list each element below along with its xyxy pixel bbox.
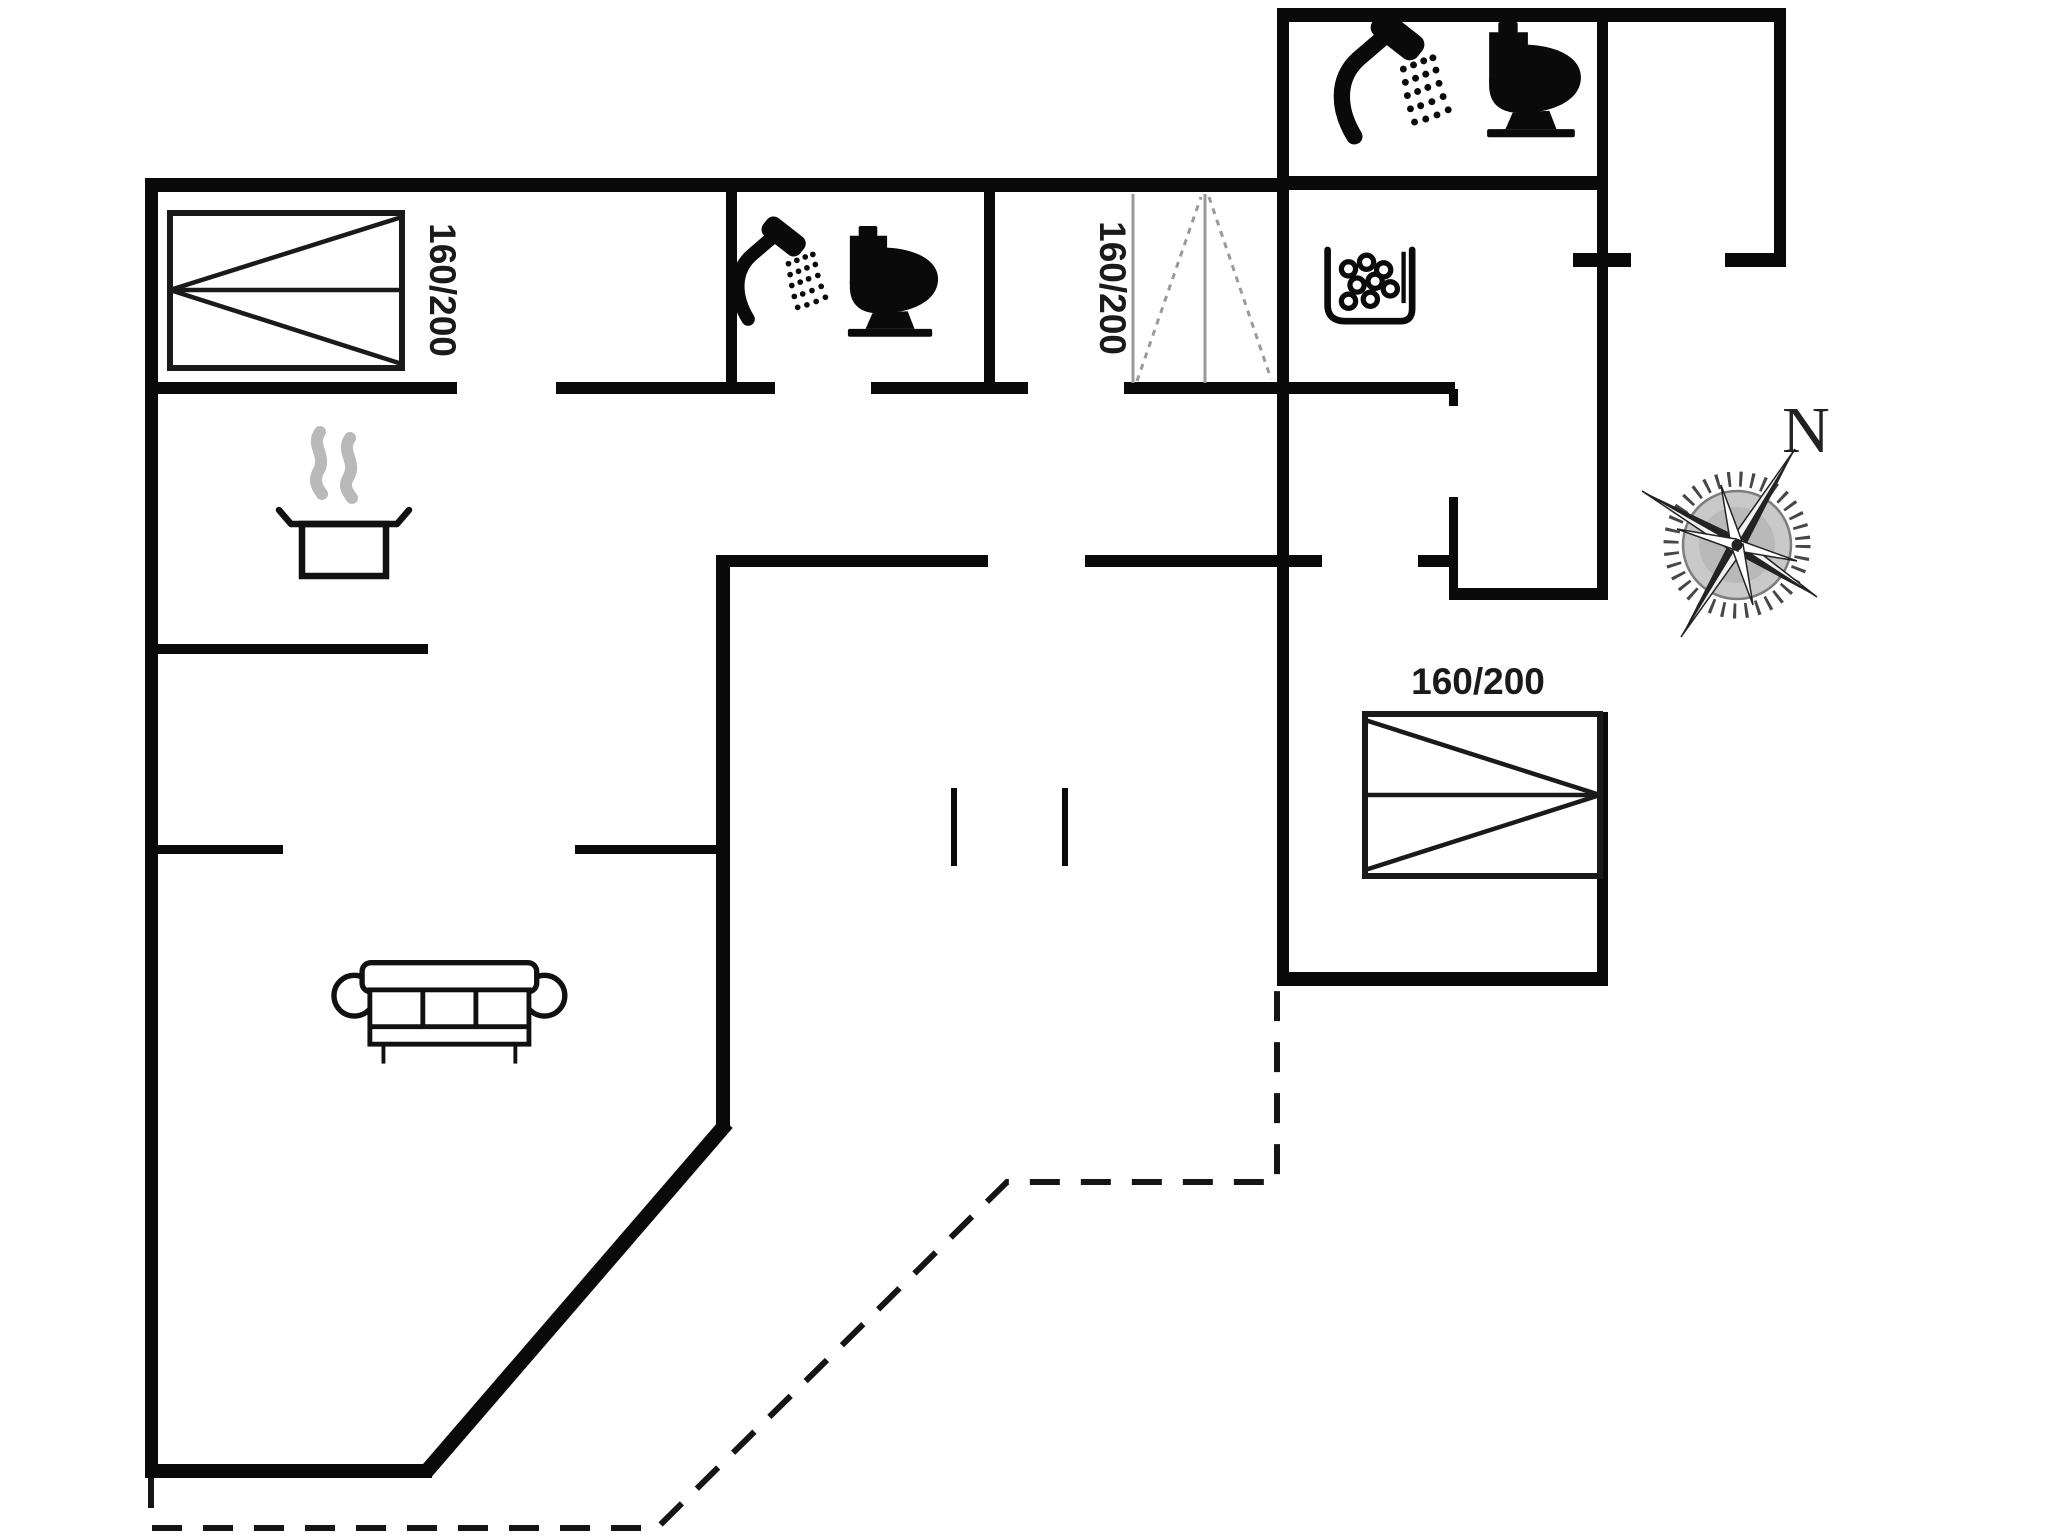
wall-segment [716, 555, 988, 567]
wall-segment [145, 644, 428, 654]
walls [145, 8, 1786, 1478]
wall-segment [1725, 253, 1786, 267]
bunk-bed-middle [1131, 194, 1273, 383]
wall-segment [1277, 8, 1289, 986]
bed-size-label: 160/200 [1092, 221, 1133, 355]
bed-size-label: 160/200 [1411, 661, 1545, 702]
wall-segment [145, 1464, 432, 1478]
door-post-line [1062, 788, 1068, 866]
double-bed-right [1362, 711, 1603, 879]
wall-segment [1277, 8, 1786, 22]
wall-segment [1597, 8, 1608, 600]
wall-segment [716, 555, 730, 1127]
double-bed-top-left [167, 210, 405, 371]
wall-segment [145, 178, 158, 1478]
terrace-dashed-outline [148, 988, 1280, 1531]
wall-segment [1124, 382, 1455, 394]
wall-segment [1774, 8, 1786, 267]
wall-segment [145, 845, 283, 854]
wall-segment [556, 382, 775, 394]
wall-segment [1449, 389, 1458, 406]
wall-segment [1449, 497, 1458, 600]
wall-segment [1283, 176, 1602, 190]
wall-segment [1418, 555, 1455, 567]
wall-segment [871, 382, 1028, 394]
bed-size-label: 160/200 [422, 223, 463, 357]
compass-north-label: N [1782, 394, 1830, 467]
wall-segment [1449, 588, 1607, 600]
door-post-line [951, 788, 957, 866]
wall-segment [1283, 972, 1607, 986]
wall-diagonal [420, 1118, 733, 1477]
door-opening-marker [951, 788, 1068, 866]
wall-segment [145, 178, 1288, 192]
wall-segment [145, 382, 457, 394]
wall-segment [575, 845, 722, 854]
wall-segment [984, 190, 995, 388]
wall-segment [1085, 555, 1322, 567]
